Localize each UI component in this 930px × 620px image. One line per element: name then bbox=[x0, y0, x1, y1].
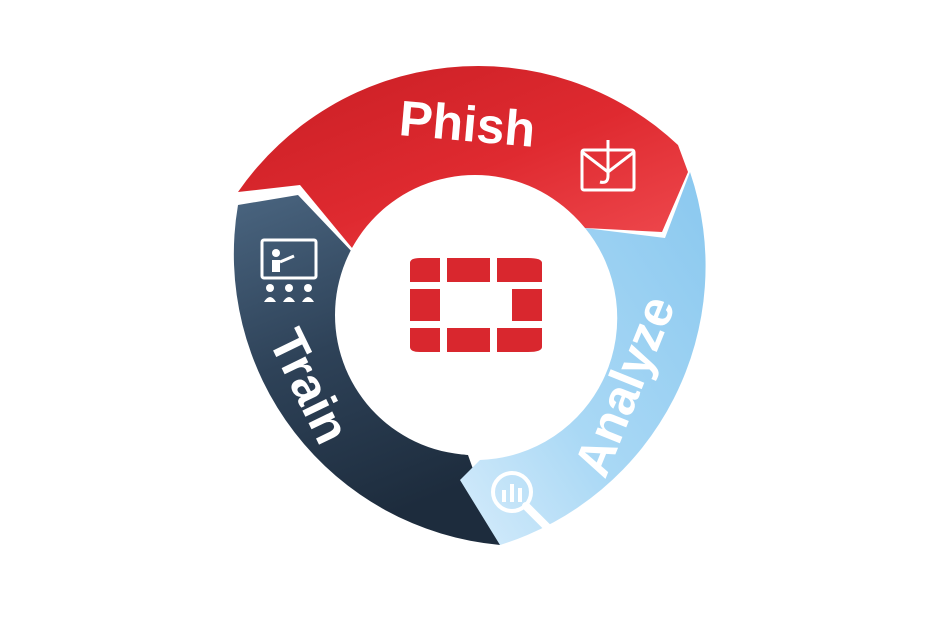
segment-train-shape bbox=[233, 195, 500, 545]
segment-phish-shape bbox=[238, 65, 688, 248]
classroom-presentation-icon bbox=[260, 238, 318, 302]
phishing-hook-envelope-icon bbox=[580, 140, 636, 192]
segment-analyze-shape bbox=[460, 172, 706, 545]
fortinet-logo-icon bbox=[410, 258, 542, 352]
segment-phish: Phish bbox=[238, 65, 688, 248]
magnifier-chart-icon bbox=[491, 471, 552, 532]
segment-phish-label: Phish bbox=[397, 90, 538, 158]
center-logo bbox=[335, 175, 615, 455]
segment-train: Train bbox=[233, 195, 500, 545]
